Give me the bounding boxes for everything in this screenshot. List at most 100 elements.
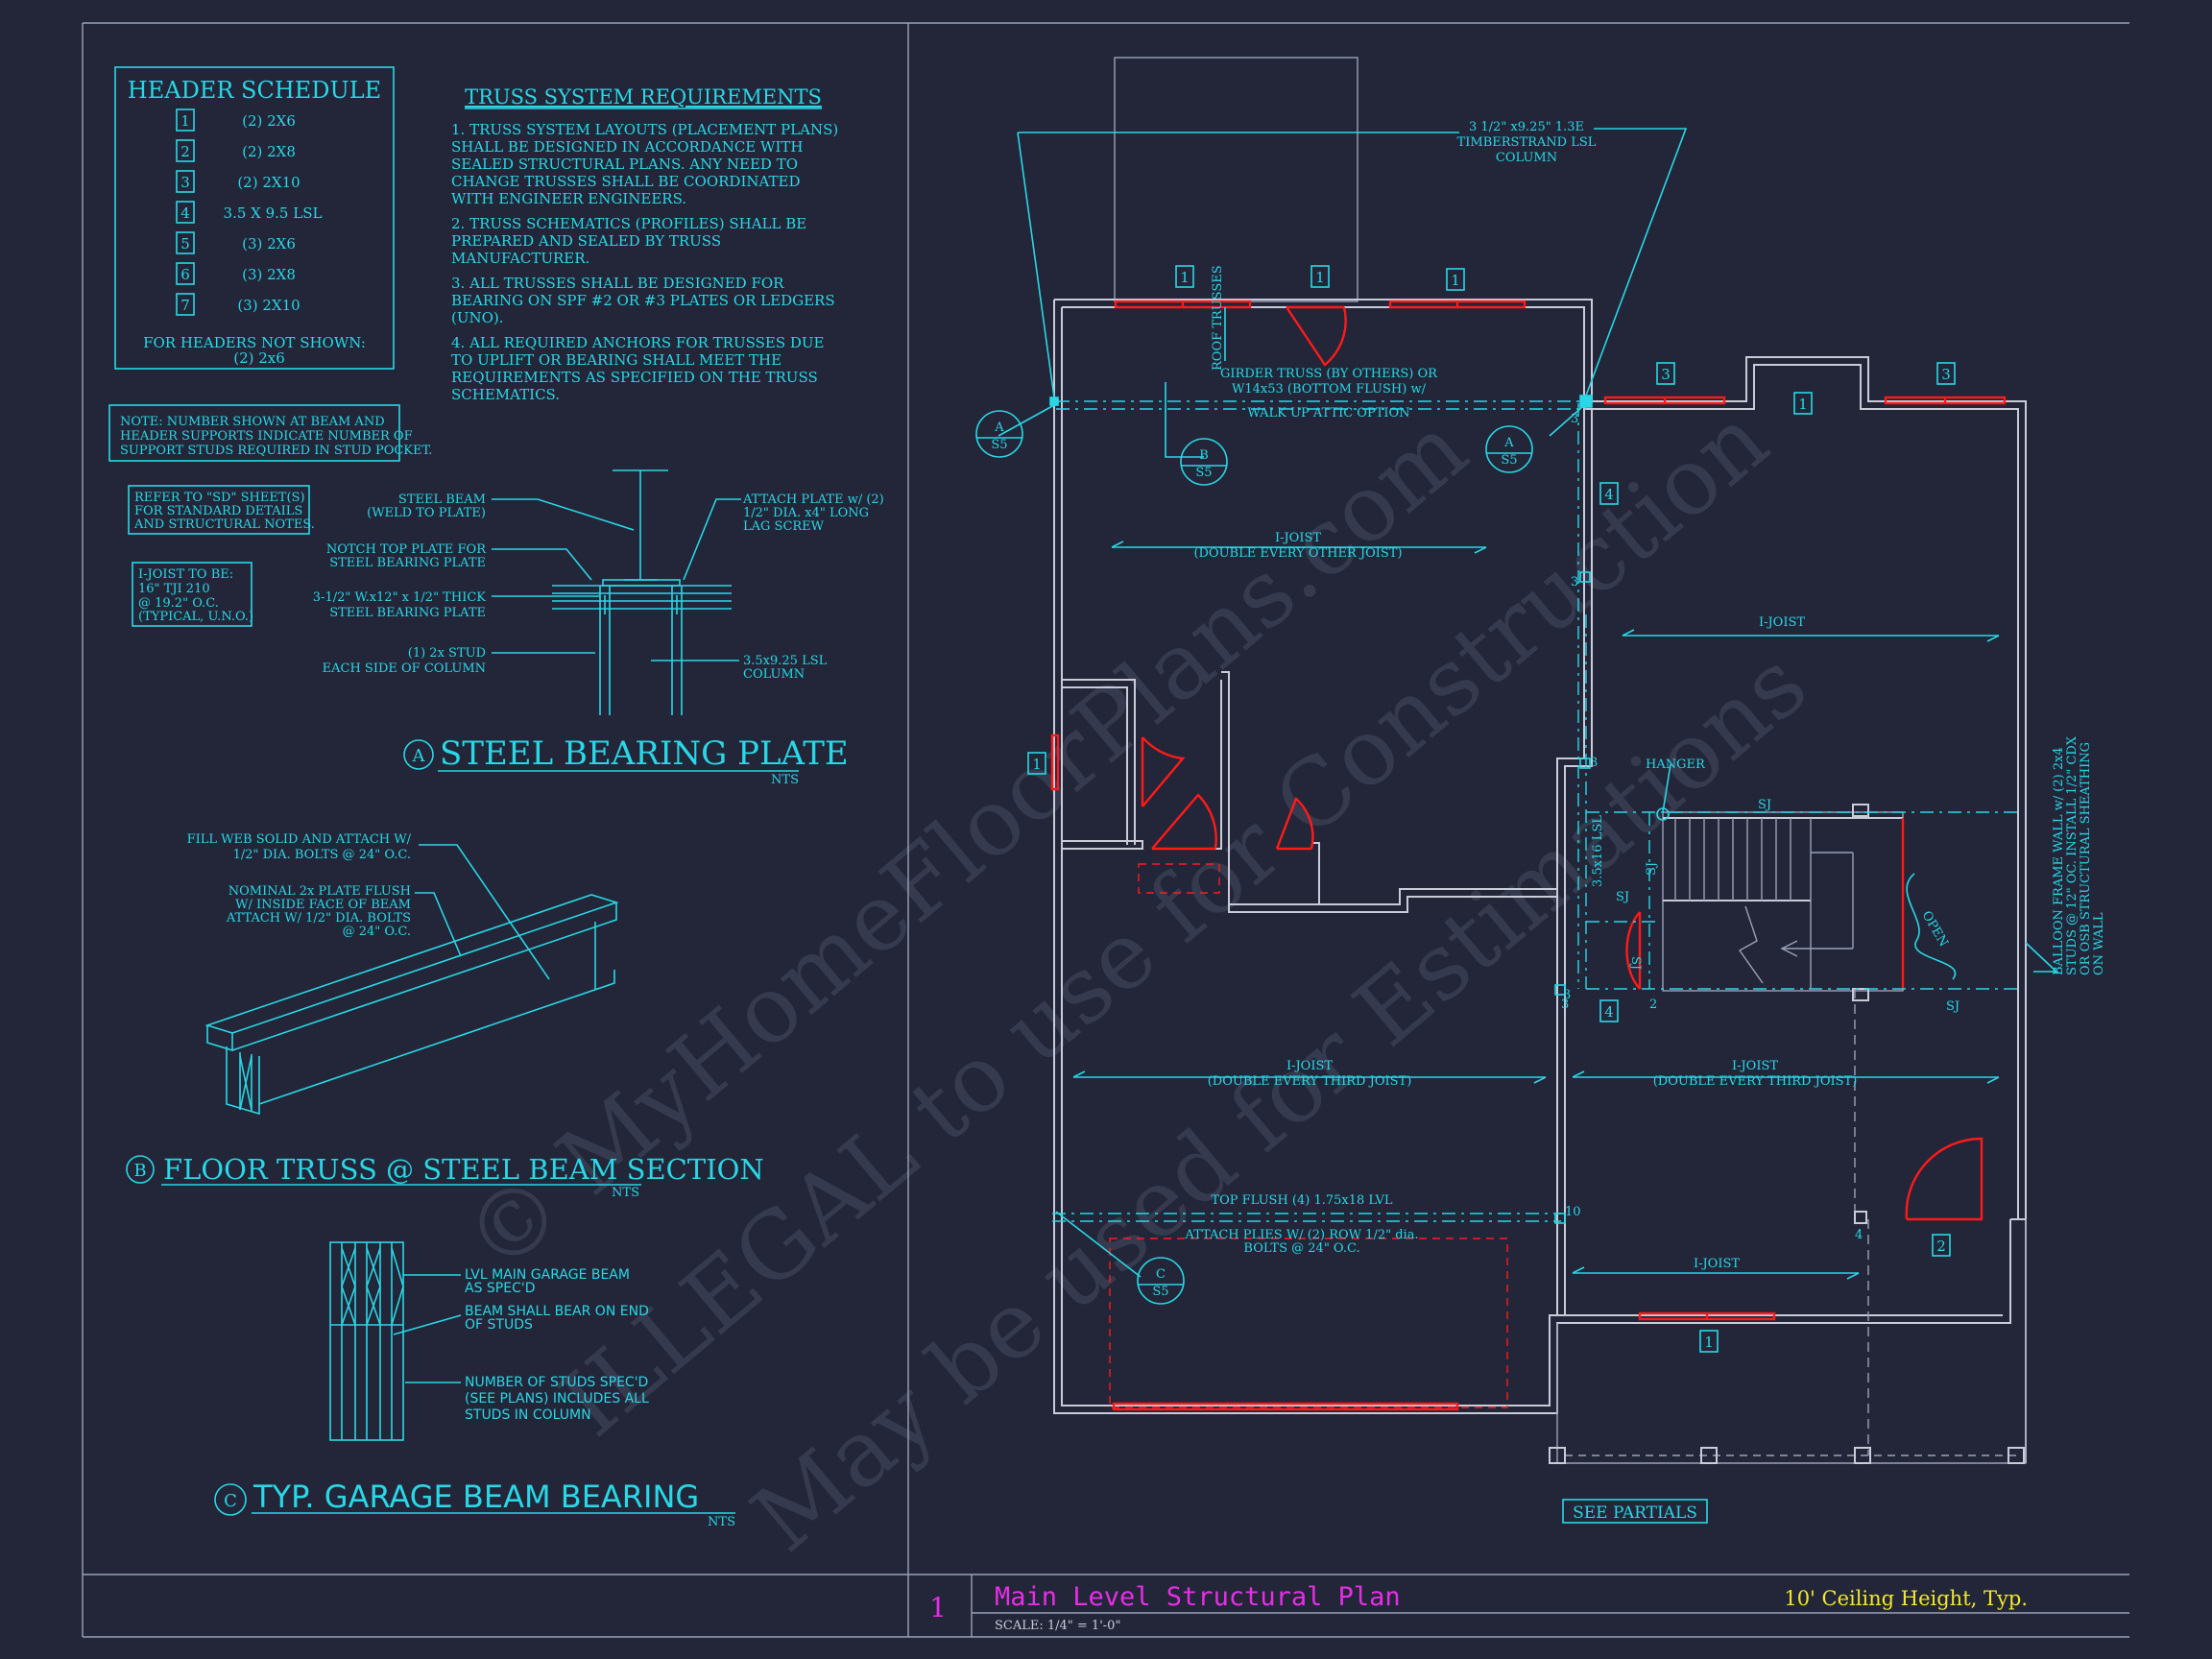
schedule-row-desc: (2) 2X8 [242,143,296,160]
svg-text:FOR STANDARD DETAILS: FOR STANDARD DETAILS [134,504,302,518]
svg-text:3: 3 [1571,412,1578,426]
svg-text:1: 1 [1315,269,1325,286]
svg-text:I-JOIST: I-JOIST [1694,1257,1740,1271]
sheet-title: Main Level Structural Plan [995,1582,1401,1612]
svg-text:ON WALL: ON WALL [2092,912,2106,975]
svg-text:I-JOIST: I-JOIST [1759,615,1805,630]
schedule-row-num: 2 [180,143,190,160]
detail-a-letter: A [412,746,426,766]
schedule-row: 4 3.5 X 9.5 LSL [176,201,322,224]
detail-b-label: @ 24" O.C. [343,925,411,939]
svg-text:4: 4 [1855,1228,1863,1242]
header-tag: 1 [1175,265,1194,288]
detail-c-garage-beam-bearing: LVL MAIN GARAGE BEAM AS SPEC'D BEAM SHAL… [214,1241,735,1529]
header-schedule: HEADER SCHEDULE 1 (2) 2X6 2 (2) 2X8 3 (2… [114,66,395,370]
svg-text:A: A [994,421,1004,435]
svg-text:3: 3 [1661,366,1671,383]
truss-requirements-line: PREPARED AND SEALED BY TRUSS [451,232,721,250]
note-ijoist: I-JOIST TO BE: 16" TJI 210 @ 19.2" O.C. … [132,562,253,627]
svg-text:I-JOIST: I-JOIST [1732,1059,1778,1073]
detail-a-label: (WELD TO PLATE) [367,506,486,520]
detail-a-label: ATTACH PLATE w/ (2) [742,493,884,507]
detail-c-label: (SEE PLANS) INCLUDES ALL [465,1391,649,1407]
svg-text:OPEN: OPEN [1919,909,1951,950]
svg-text:@ 19.2" O.C.: @ 19.2" O.C. [138,596,219,611]
svg-text:A: A [1503,436,1514,450]
sheet-border [82,22,2129,1638]
detail-b-title: FLOOR TRUSS @ STEEL BEAM SECTION [163,1153,764,1186]
section-callout-a-right: A S5 [1485,425,1533,473]
detail-b-label: 1/2" DIA. BOLTS @ 24" O.C. [233,848,411,862]
truss-requirements-line: 3. ALL TRUSSES SHALL BE DESIGNED FOR [451,275,784,292]
detail-a-label: 3-1/2" W.x12" x 1/2" THICK [313,590,486,605]
svg-text:3: 3 [1563,988,1571,1002]
truss-requirements-line: 2. TRUSS SCHEMATICS (PROFILES) SHALL BE [451,215,806,232]
schedule-row: 6 (3) 2X8 [176,262,296,285]
see-partials-label: SEE PARTIALS [1573,1503,1697,1523]
svg-text:SJ: SJ [1616,890,1629,904]
svg-text:B: B [1199,448,1209,463]
svg-text:REFER TO "SD" SHEET(S): REFER TO "SD" SHEET(S) [134,491,305,505]
schedule-row-desc: (2) 2X6 [242,112,296,130]
svg-text:TIMBERSTRAND LSL: TIMBERSTRAND LSL [1457,135,1597,150]
svg-text:S5: S5 [1152,1285,1168,1299]
schedule-row-num: 3 [180,174,190,191]
svg-text:S5: S5 [1501,453,1517,468]
svg-text:BALLOON FRAME WALL w/ (2) 2x4: BALLOON FRAME WALL w/ (2) 2x4 [2052,747,2066,975]
schedule-row-num: 7 [180,297,190,314]
title-block: 1 Main Level Structural Plan SCALE: 1/4"… [929,1582,2028,1633]
svg-text:SJ: SJ [1645,862,1659,876]
header-tag: 1 [1446,268,1465,291]
header-tag: 1 [1027,752,1046,775]
schedule-row-num: 5 [180,235,190,252]
svg-text:(DOUBLE EVERY THIRD JOIST): (DOUBLE EVERY THIRD JOIST) [1208,1074,1412,1089]
schedule-row: 3 (2) 2X10 [176,170,301,193]
detail-c-title: TYP. GARAGE BEAM BEARING [252,1479,699,1515]
svg-text:OR OSB STRUCTURAL SHEATHING: OR OSB STRUCTURAL SHEATHING [2079,742,2093,975]
truss-requirements-line: SEALED STRUCTURAL PLANS. ANY NEED TO [451,156,798,173]
svg-text:C: C [1156,1267,1166,1282]
svg-text:SJ: SJ [1946,999,1960,1014]
detail-c-label: NUMBER OF STUDS SPEC'D [465,1375,648,1390]
svg-text:3: 3 [1590,756,1598,770]
svg-text:S5: S5 [991,438,1007,452]
detail-a-label: STEEL BEAM [398,493,486,507]
svg-text:HANGER: HANGER [1646,757,1706,772]
detail-c-scale: NTS [708,1515,735,1529]
section-callout-b: B S5 [1180,438,1228,486]
truss-requirements-title: TRUSS SYSTEM REQUIREMENTS [465,85,822,108]
svg-text:I-JOIST: I-JOIST [1286,1059,1333,1073]
section-callout-a-left: A S5 [975,410,1023,458]
header-schedule-footer: FOR HEADERS NOT SHOWN: [143,334,366,351]
svg-text:WALK UP ATTIC OPTION: WALK UP ATTIC OPTION [1247,406,1409,421]
truss-requirements-line: TO UPLIFT OR BEARING SHALL MEET THE [451,351,781,369]
detail-a-label: COLUMN [743,667,805,682]
schedule-row-desc: (3) 2X6 [242,235,296,252]
header-tag: 1 [1793,392,1813,415]
floor-plan [998,57,2059,1464]
svg-text:1: 1 [1704,1334,1714,1351]
svg-text:10: 10 [1565,1205,1581,1219]
detail-a-label: 1/2" DIA. x4" LONG [743,506,869,520]
header-tag: 2 [1932,1234,1951,1257]
svg-text:COLUMN: COLUMN [1496,151,1557,165]
detail-c-label: BEAM SHALL BEAR ON END [465,1304,649,1319]
truss-requirements-line: 4. ALL REQUIRED ANCHORS FOR TRUSSES DUE [451,334,825,351]
svg-text:I-JOIST: I-JOIST [1275,531,1321,545]
truss-requirements-line: WITH ENGINEER ENGINEERS. [451,190,686,207]
ceiling-height-note: 10' Ceiling Height, Typ. [1784,1587,2028,1610]
detail-a-label: NOTCH TOP PLATE FOR [326,542,487,557]
svg-text:AND STRUCTURAL NOTES.: AND STRUCTURAL NOTES. [133,517,315,532]
detail-b-label: ATTACH W/ 1/2" DIA. BOLTS [226,911,411,926]
plan-stud-counts: 3 3 3 3 2 10 4 3 [1561,412,1863,1242]
svg-text:4: 4 [1604,486,1614,503]
detail-c-label: STUDS IN COLUMN [465,1407,591,1423]
schedule-row: 2 (2) 2X8 [176,139,296,162]
watermark: © MyHomeFloorPlans.com ILLEGAL to use fo… [445,386,1827,1573]
svg-text:4: 4 [1604,1003,1614,1021]
svg-text:W14x53 (BOTTOM FLUSH) w/: W14x53 (BOTTOM FLUSH) w/ [1232,382,1427,397]
svg-text:SJ: SJ [1628,956,1643,970]
detail-b-label: W/ INSIDE FACE OF BEAM [235,898,411,912]
truss-requirements-line: SHALL BE DESIGNED IN ACCORDANCE WITH [451,138,803,156]
